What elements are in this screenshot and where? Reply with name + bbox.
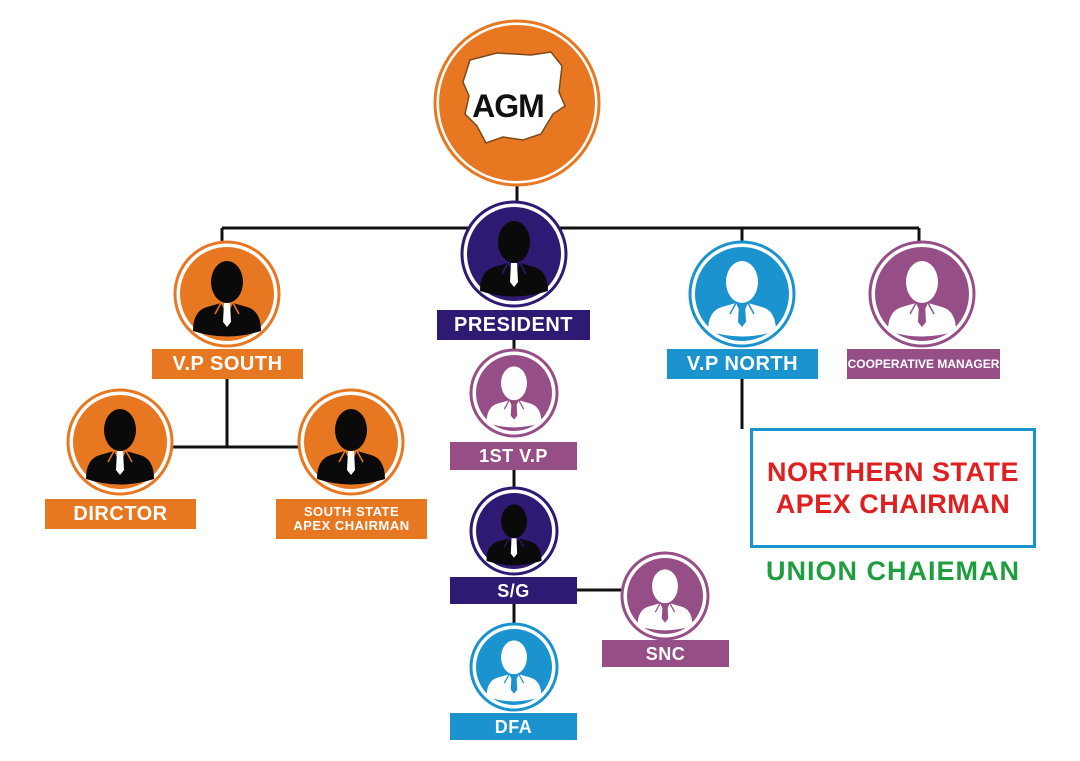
dirctor-label: DIRCTOR: [45, 499, 196, 529]
sg-label: S/G: [450, 577, 577, 604]
vp-south-label: V.P SOUTH: [152, 349, 303, 379]
agm-label: AGM: [472, 88, 545, 124]
connector-lines: [170, 182, 921, 625]
node-snc: [620, 551, 710, 641]
node-dfa: [469, 622, 559, 712]
node-south-state-apex-chairman: [297, 388, 405, 496]
node-sg: [469, 486, 559, 576]
northern-state-apex-chairman-text: NORTHERN STATE APEX CHAIRMAN: [767, 456, 1019, 519]
person-silhouette-icon: [480, 221, 548, 297]
node-1st-vp: [469, 348, 559, 438]
node-cooperative-manager: [868, 240, 976, 348]
agm-node: [433, 19, 601, 187]
cooperative-manager-label: COOPERATIVE MANAGER: [847, 349, 1000, 379]
person-silhouette-icon: [193, 261, 261, 337]
person-silhouette-icon: [86, 409, 154, 485]
union-chairman-label: UNION CHAIEMAN: [766, 556, 1020, 586]
northern-state-apex-chairman-box: NORTHERN STATE APEX CHAIRMAN: [750, 428, 1036, 548]
vp-north-label: V.P NORTH: [667, 349, 818, 379]
person-silhouette-icon: [486, 640, 542, 702]
south-state-apex-chairman-label: SOUTH STATE APEX CHAIRMAN: [276, 499, 427, 539]
snc-label: SNC: [602, 640, 729, 667]
node-dirctor: [66, 388, 174, 496]
node-vp-south: [173, 240, 281, 348]
person-silhouette-icon: [637, 569, 693, 631]
president-label: PRESIDENT: [437, 310, 590, 340]
person-silhouette-icon: [708, 261, 776, 337]
first-vp-label: 1ST V.P: [450, 442, 577, 470]
nigeria-map-icon: [462, 51, 566, 144]
node-president: [460, 200, 568, 308]
person-silhouette-icon: [317, 409, 385, 485]
node-vp-north: [688, 240, 796, 348]
person-silhouette-icon: [486, 504, 542, 566]
dfa-label: DFA: [450, 713, 577, 740]
person-silhouette-icon: [888, 261, 956, 337]
person-silhouette-icon: [486, 366, 542, 428]
